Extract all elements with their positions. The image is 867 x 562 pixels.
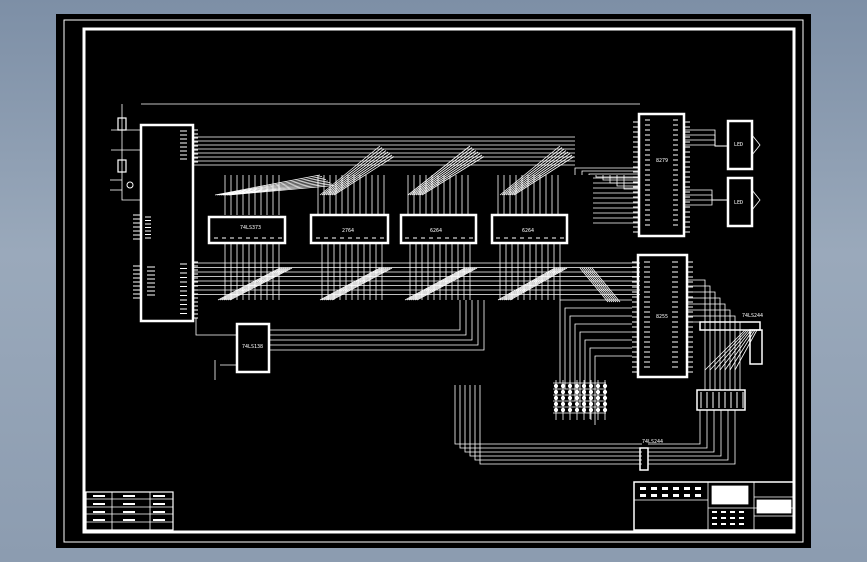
buf1-chip	[749, 329, 763, 365]
buf1-label: 74LS244	[742, 313, 763, 319]
buf1-pack	[699, 321, 761, 331]
latch-chip	[207, 215, 287, 245]
chip-labels: 74LS373 2764 6264 6264 74LS138 8279 8255…	[240, 142, 763, 445]
revision-table	[85, 491, 174, 531]
disp2-chip	[726, 176, 754, 228]
disp2-label: LED	[734, 200, 743, 206]
title-block	[633, 481, 795, 531]
buf2-label: 74LS244	[642, 439, 663, 445]
reset-resistor	[117, 117, 127, 131]
kbd-chip	[637, 112, 686, 238]
pio-chip	[636, 253, 689, 379]
title-block-marks	[93, 487, 744, 525]
decoder-chip	[235, 322, 271, 374]
resistor-pack	[696, 389, 746, 411]
kbd-label: 8279	[656, 158, 668, 164]
ram2-chip	[490, 213, 569, 245]
buf2-chip	[639, 447, 649, 471]
ram1-chip	[399, 213, 478, 245]
disp1-chip	[726, 119, 754, 171]
disp1-label: LED	[734, 142, 743, 148]
pio-label: 8255	[656, 314, 668, 320]
inner-frame	[82, 27, 796, 534]
latch-label: 74LS373	[240, 225, 261, 231]
outer-frame	[63, 19, 804, 543]
component-layer	[117, 112, 763, 471]
ram2-label: 6264	[522, 228, 534, 234]
crystal	[117, 159, 127, 173]
ram1-label: 6264	[430, 228, 442, 234]
decoder-label: 74LS138	[242, 344, 263, 350]
rom-chip	[309, 213, 390, 245]
wire-layer	[110, 103, 761, 465]
reset-switch	[126, 181, 134, 189]
rom-label: 2764	[342, 228, 354, 234]
